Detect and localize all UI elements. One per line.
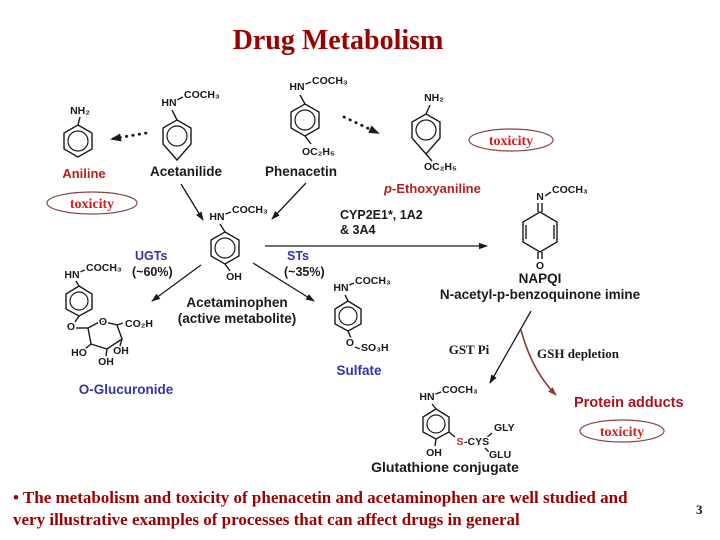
acetaminophen-name-line2: (active metabolite)	[178, 311, 297, 326]
acetaminophen-structure: HN COCH₃ OH	[208, 203, 270, 285]
phenacetin-structure: HN COCH₃ OC₂H₅	[288, 74, 350, 160]
glucuronide-ho-left-label: HO	[71, 347, 87, 359]
napqi-full-name: N-acetyl-p-benzoquinone imine	[440, 287, 641, 302]
protein-adducts-label: Protein adducts	[574, 395, 684, 411]
acetaminophen-name-line1: Acetaminophen	[186, 295, 287, 310]
sts-percent: (~35%)	[284, 265, 325, 279]
glutathione-gly-label: GLY	[494, 422, 515, 434]
summary-line2: very illustrative examples of processes …	[13, 510, 520, 530]
phenacetin-oc2h5-label: OC₂H₅	[302, 146, 335, 158]
glucuronide-structure: HN COCH₃ O O CO₂H OH OH HO	[63, 261, 155, 370]
arrow-phenacetin-to-acetaminophen	[271, 182, 307, 220]
sulfate-structure: HN COCH₃ O SO₃H	[332, 274, 393, 356]
arrow-phenacetin-to-ethoxyaniline	[342, 115, 380, 135]
glucuronide-oh-bottom-label: OH	[98, 356, 114, 368]
glutathione-name: Glutathione conjugate	[371, 459, 519, 475]
napqi-n-label: N	[536, 191, 544, 203]
glucuronide-oh-right-label: OH	[113, 345, 129, 357]
arrow-napqi-to-glutathione	[489, 310, 532, 384]
arrow-acetanilide-to-aniline	[110, 131, 148, 142]
gst-pi-label: GST Pi	[449, 342, 490, 357]
toxicity-label: toxicity	[70, 197, 114, 212]
toxicity-oval-aniline: toxicity	[46, 191, 138, 215]
sulfate-name: Sulfate	[336, 363, 382, 378]
aniline-structure: NH₂	[63, 104, 93, 158]
glucuronide-co2h-label: CO₂H	[125, 318, 153, 330]
gsh-depletion-label: GSH depletion	[537, 346, 620, 361]
ethoxyaniline-structure: NH₂ OC₂H₅	[411, 91, 458, 175]
ethoxyaniline-oc2h5-label: OC₂H₅	[424, 161, 457, 173]
glucuronide-hn-label: HN	[64, 269, 79, 281]
arrow-acetaminophen-to-sulfate	[252, 262, 315, 302]
sts-label: STs	[287, 249, 309, 263]
ethoxyaniline-name-prefix: p	[383, 181, 392, 196]
acetaminophen-coch3-label: COCH₃	[232, 204, 268, 216]
acetanilide-structure: HN COCH₃	[160, 88, 221, 162]
acetanilide-hn-label: HN	[161, 97, 176, 109]
glutathione-structure: HN COCH₃ OH S -CYS GLY GLU	[418, 383, 516, 463]
glutathione-hn-label: HN	[419, 391, 434, 403]
summary-line1: • The metabolism and toxicity of phenace…	[13, 488, 628, 507]
ugts-percent: (~60%)	[132, 265, 173, 279]
phenacetin-hn-label: HN	[289, 81, 304, 93]
ethoxyaniline-nh2-label: NH₂	[424, 92, 444, 104]
acetanilide-name: Acetanilide	[150, 164, 223, 179]
cyp-enzymes-line1: CYP2E1*, 1A2	[340, 208, 423, 222]
ugts-label: UGTs	[135, 249, 167, 263]
aniline-nh2-label: NH₂	[70, 105, 90, 117]
phenacetin-name: Phenacetin	[265, 164, 337, 179]
aniline-name: Aniline	[62, 166, 105, 181]
acetaminophen-oh-label: OH	[226, 271, 242, 283]
acetaminophen-hn-label: HN	[209, 211, 224, 223]
napqi-name: NAPQI	[519, 271, 562, 286]
glutathione-s-label: S	[456, 436, 463, 448]
glucuronide-name: O-Glucuronide	[79, 382, 174, 397]
glucuronide-coch3-label: COCH₃	[86, 262, 122, 274]
toxicity-label: toxicity	[489, 134, 533, 149]
sulfate-so3h-label: SO₃H	[361, 342, 389, 354]
glutathione-oh-label: OH	[426, 447, 442, 459]
sulfate-o-label: O	[346, 337, 354, 349]
ethoxyaniline-name: -Ethoxyaniline	[392, 181, 481, 196]
summary-bullet: • The metabolism and toxicity of phenace…	[13, 487, 713, 531]
page-title: Drug Metabolism	[232, 25, 444, 56]
napqi-coch3-label: COCH₃	[552, 184, 588, 196]
arrow-acetanilide-to-acetaminophen	[180, 183, 204, 221]
arrow-acetaminophen-to-glucuronide	[151, 264, 202, 302]
cyp-enzymes-line2: & 3A4	[340, 223, 375, 237]
glutathione-coch3-label: COCH₃	[442, 384, 478, 396]
glucuronide-o-link-label: O	[67, 321, 75, 333]
toxicity-label: toxicity	[600, 425, 644, 440]
glutathione-cys-label: -CYS	[464, 436, 489, 448]
glucuronide-ring-o-label: O	[99, 316, 107, 328]
arrow-napqi-to-protein-adducts	[520, 329, 557, 396]
napqi-o-label: O	[536, 260, 544, 272]
page-number: 3	[696, 502, 703, 517]
sulfate-coch3-label: COCH₃	[355, 275, 391, 287]
glutathione-glu-label: GLU	[489, 449, 511, 461]
sulfate-hn-label: HN	[333, 282, 348, 294]
napqi-structure: N COCH₃ O	[522, 183, 589, 274]
phenacetin-coch3-label: COCH₃	[312, 75, 348, 87]
toxicity-oval-ethoxyaniline: toxicity	[468, 128, 554, 152]
acetanilide-coch3-label: COCH₃	[184, 89, 220, 101]
toxicity-oval-adducts: toxicity	[579, 419, 665, 443]
